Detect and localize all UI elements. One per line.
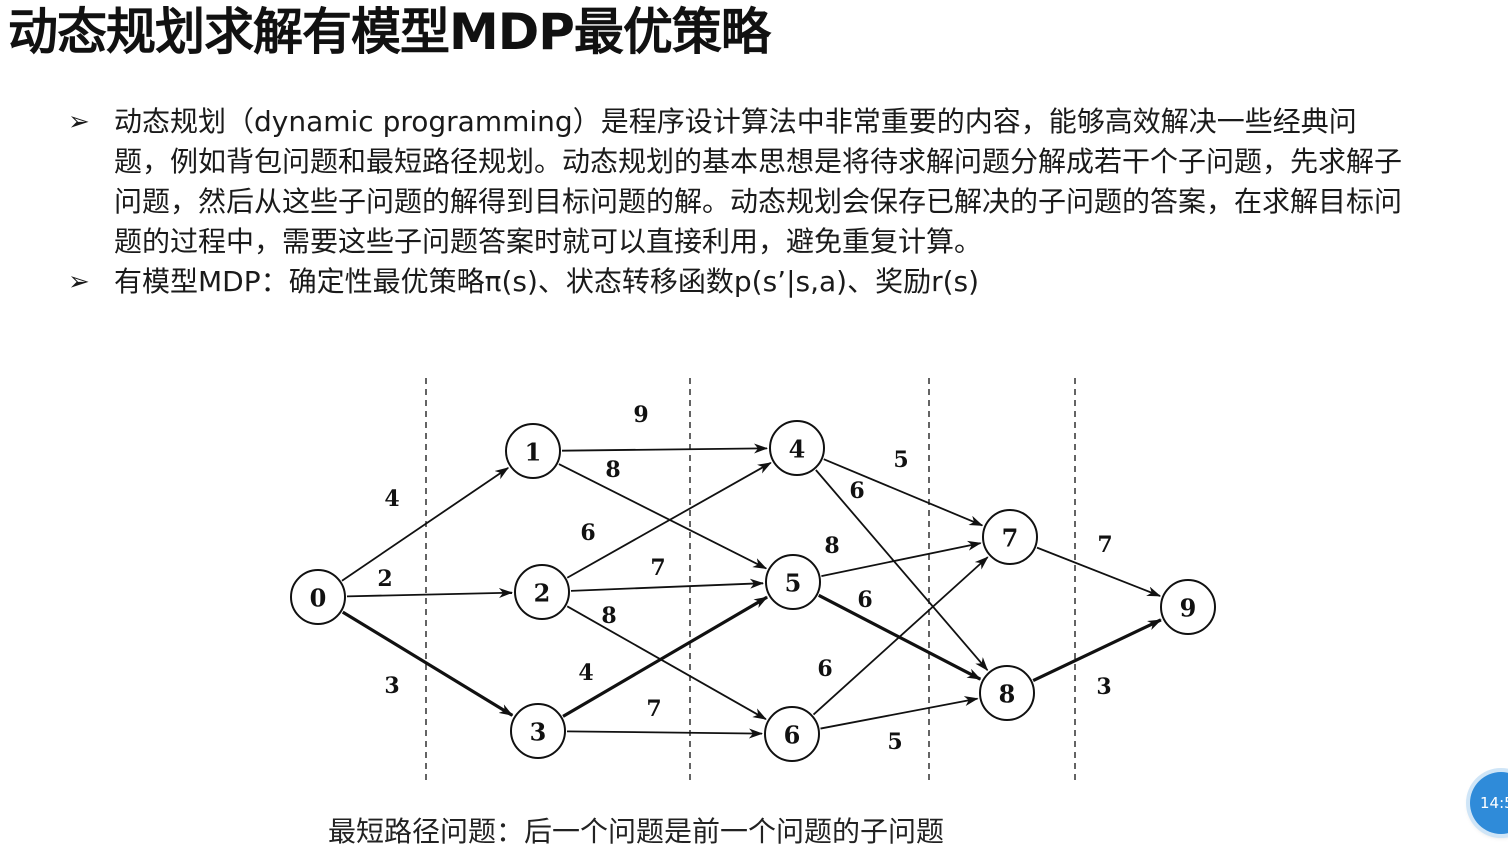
- node-4: 4: [769, 420, 825, 476]
- bullet-list: ➢ 动态规划（dynamic programming）是程序设计算法中非常重要的…: [66, 102, 1406, 302]
- node-1: 1: [505, 423, 561, 479]
- edge-weight-n2-n6: 8: [601, 603, 616, 629]
- edge-weight-n4-n8: 6: [849, 478, 864, 504]
- node-circle: [514, 564, 570, 620]
- node-label: 9: [1180, 594, 1197, 623]
- node-7: 7: [982, 509, 1038, 565]
- edge-weight-n5-n7: 8: [824, 533, 839, 559]
- edge-n6-n8: [820, 696, 979, 730]
- edge-weight-n6-n8: 5: [887, 729, 902, 755]
- node-circle: [979, 665, 1035, 721]
- nodes: 0 1 2 3 4 5 6 7 8 9: [290, 420, 1216, 762]
- node-circle: [1160, 579, 1216, 635]
- edge-weight-n6-n7: 6: [817, 656, 832, 682]
- bullet-dynamic-programming: ➢ 动态规划（dynamic programming）是程序设计算法中非常重要的…: [66, 102, 1406, 262]
- edge-n1-n4: [561, 443, 769, 454]
- node-0: 0: [290, 569, 346, 625]
- bullet-model-mdp: ➢ 有模型MDP：确定性最优策略π(s)、状态转移函数p(s’|s,a)、奖励r…: [66, 262, 1406, 302]
- edge-n7-n9: [1036, 546, 1162, 597]
- edge-n4-n7: [823, 458, 984, 527]
- arrow-bullet-icon: ➢: [68, 107, 90, 137]
- node-circle: [982, 509, 1038, 565]
- node-circle: [290, 569, 346, 625]
- node-label: 5: [785, 569, 802, 598]
- edge-n3-n6: [566, 728, 764, 739]
- edge-weight-n1-n5: 8: [605, 457, 620, 483]
- edge-n4-n8: [815, 469, 989, 671]
- arrow-bullet-icon: ➢: [68, 267, 90, 297]
- edge-weight-n8-n9: 3: [1096, 674, 1111, 700]
- bullet-text: 有模型MDP：确定性最优策略π(s)、状态转移函数p(s’|s,a)、奖励r(s…: [114, 265, 980, 298]
- node-8: 8: [979, 665, 1035, 721]
- edge-weight-n1-n4: 9: [633, 402, 648, 428]
- edge-weight-n0-n2: 2: [377, 566, 392, 592]
- edge-weights: 4 2 3 9 8 6 7 8 4 7 5 6 8 6 6 5 7 3: [377, 402, 1112, 755]
- node-9: 9: [1160, 579, 1216, 635]
- node-circle: [769, 420, 825, 476]
- edge-n5-n7: [821, 540, 982, 577]
- node-2: 2: [514, 564, 570, 620]
- edge-n0-n1: [341, 467, 510, 582]
- node-label: 6: [784, 721, 801, 750]
- node-label: 1: [525, 438, 542, 467]
- edge-n3-n5: [562, 595, 768, 718]
- diagram-caption: 最短路径问题：后一个问题是前一个问题的子问题: [328, 815, 945, 848]
- edge-weight-n0-n3: 3: [384, 673, 399, 699]
- shortest-path-graph: 4 2 3 9 8 6 7 8 4 7 5 6 8 6 6 5 7 3 0 1 2 3 4 5 6 7 8 9: [290, 378, 1216, 780]
- node-circle: [505, 423, 561, 479]
- node-3: 3: [510, 703, 566, 759]
- node-label: 3: [530, 718, 547, 747]
- edge-weight-n3-n6: 7: [646, 696, 661, 722]
- edge-weight-n4-n7: 5: [893, 447, 908, 473]
- node-circle: [510, 703, 566, 759]
- bullet-text: 动态规划（dynamic programming）是程序设计算法中非常重要的内容…: [114, 105, 1403, 258]
- node-label: 7: [1002, 524, 1019, 553]
- edge-n0-n2: [346, 587, 514, 598]
- node-6: 6: [764, 706, 820, 762]
- node-label: 4: [789, 435, 806, 464]
- node-5: 5: [765, 554, 821, 610]
- edge-weight-n2-n5: 7: [650, 555, 665, 581]
- edges: [341, 443, 1162, 739]
- node-circle: [764, 706, 820, 762]
- slide-title: 动态规划求解有模型MDP最优策略: [8, 3, 771, 61]
- edge-weight-n5-n8: 6: [857, 587, 872, 613]
- edge-weight-n0-n1: 4: [384, 486, 399, 512]
- edge-n2-n6: [566, 605, 767, 720]
- node-label: 8: [999, 680, 1016, 709]
- edge-n1-n5: [558, 463, 768, 570]
- edge-n2-n5: [570, 578, 765, 592]
- edge-weight-n3-n5: 4: [578, 660, 593, 686]
- edge-n8-n9: [1032, 618, 1162, 682]
- node-label: 0: [310, 584, 327, 613]
- stage-dividers: [425, 378, 1076, 780]
- edge-n6-n7: [812, 556, 989, 716]
- edge-n0-n3: [341, 610, 514, 717]
- node-label: 2: [534, 579, 551, 608]
- node-circle: [765, 554, 821, 610]
- edge-n2-n4: [566, 461, 772, 579]
- edge-weight-n7-n9: 7: [1097, 532, 1112, 558]
- edge-weight-n2-n4: 6: [580, 520, 595, 546]
